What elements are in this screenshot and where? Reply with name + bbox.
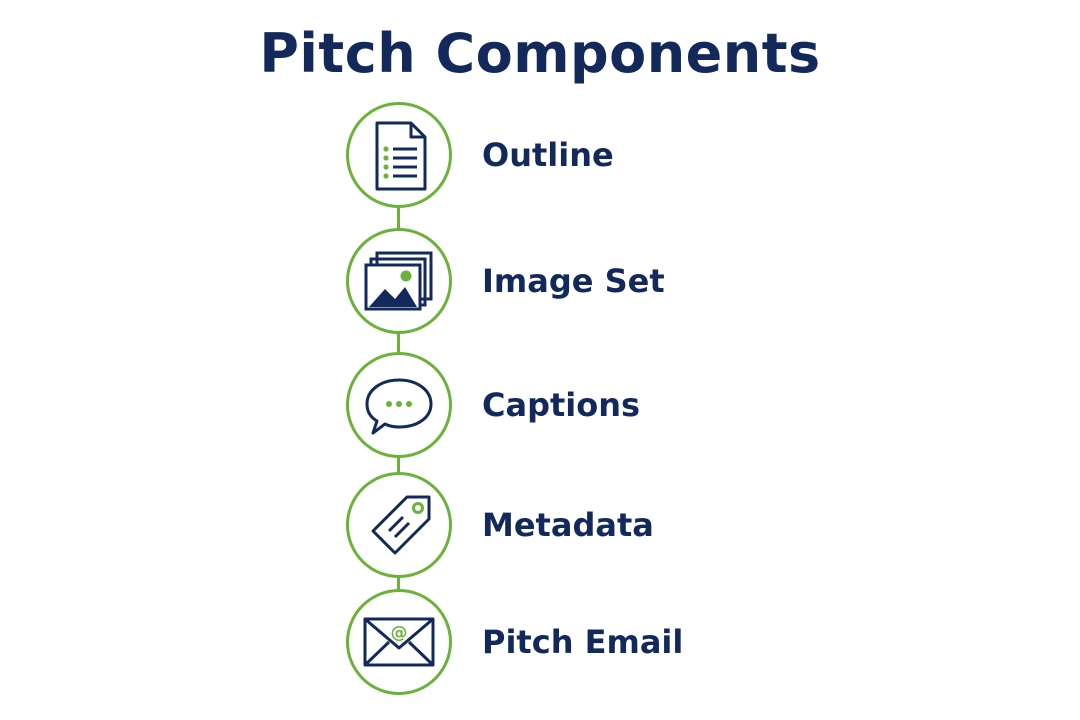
component-label: Image Set <box>482 262 665 300</box>
connector-line <box>397 456 400 477</box>
page-title: Pitch Components <box>259 22 821 85</box>
component-item-image-set: Image Set <box>346 228 946 334</box>
connector-line <box>397 206 400 230</box>
tag-icon <box>371 495 431 555</box>
component-label: Captions <box>482 386 641 424</box>
component-item-metadata: Metadata <box>346 472 946 578</box>
component-label: Metadata <box>482 506 654 544</box>
icon-circle <box>346 472 452 578</box>
icon-circle <box>346 228 452 334</box>
connector-line <box>397 331 400 355</box>
component-label: Outline <box>482 136 614 174</box>
svg-text:@: @ <box>391 623 408 643</box>
envelope-at-icon: @ <box>363 617 435 667</box>
chat-bubble-icon <box>365 378 433 435</box>
document-list-icon <box>375 121 427 191</box>
image-stack-icon <box>364 251 433 311</box>
component-item-outline: Outline <box>346 102 946 208</box>
component-item-pitch-email: @ Pitch Email <box>346 589 946 695</box>
icon-circle <box>346 352 452 458</box>
component-item-captions: Captions <box>346 352 946 458</box>
connector-line <box>397 576 400 592</box>
icon-circle <box>346 102 452 208</box>
component-label: Pitch Email <box>482 623 684 661</box>
icon-circle: @ <box>346 589 452 695</box>
